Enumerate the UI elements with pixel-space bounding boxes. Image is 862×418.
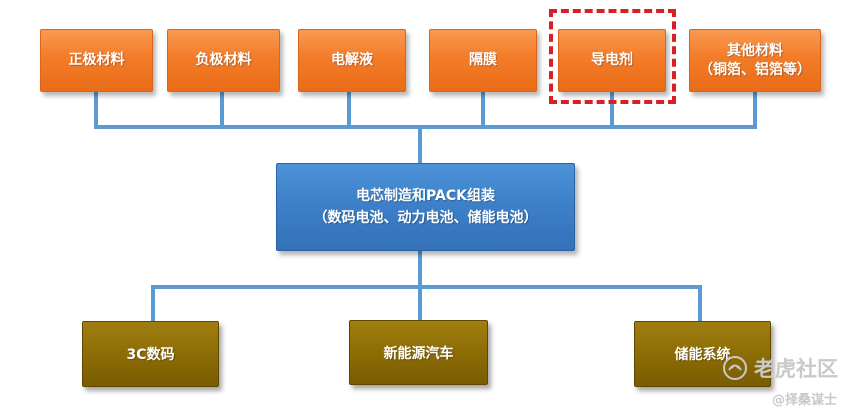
material-box-conductive-agent: 导电剂 — [558, 29, 666, 92]
application-label: 3C数码 — [126, 347, 175, 363]
watermark-brand: 老虎社区 — [754, 357, 838, 381]
material-label: 电解液 — [331, 52, 373, 68]
material-box-cathode: 正极材料 — [40, 29, 153, 92]
material-box-anode: 负极材料 — [167, 29, 280, 92]
material-label: 正极材料 — [68, 52, 125, 68]
application-box-ev: 新能源汽车 — [349, 320, 488, 385]
application-label: 新能源汽车 — [383, 345, 454, 362]
cell-manufacturing-box: 电芯制造和PACK组装 （数码电池、动力电池、储能电池） — [276, 163, 575, 251]
material-box-other: 其他材料 （铜箔、铝箔等） — [689, 29, 821, 92]
center-title: 电芯制造和PACK组装 — [356, 188, 495, 204]
material-label: 负极材料 — [195, 52, 252, 68]
material-label: 导电剂 — [591, 52, 633, 68]
application-box-3c: 3C数码 — [82, 321, 219, 387]
material-box-separator: 隔膜 — [429, 29, 537, 92]
tiger-logo-icon — [723, 356, 747, 380]
material-label: 其他材料 — [727, 42, 783, 59]
material-box-electrolyte: 电解液 — [298, 29, 406, 92]
material-sublabel: （铜箔、铝箔等） — [699, 61, 811, 78]
highlight-dashed-frame — [549, 9, 676, 104]
watermark: 老虎社区 @择桑谋士 — [722, 350, 857, 412]
application-label: 储能系统 — [674, 347, 731, 363]
application-box-storage: 储能系统 — [634, 321, 771, 387]
material-label: 隔膜 — [469, 52, 497, 68]
watermark-author: @择桑谋士 — [772, 393, 838, 408]
center-subtitle: （数码电池、动力电池、储能电池） — [313, 210, 538, 226]
